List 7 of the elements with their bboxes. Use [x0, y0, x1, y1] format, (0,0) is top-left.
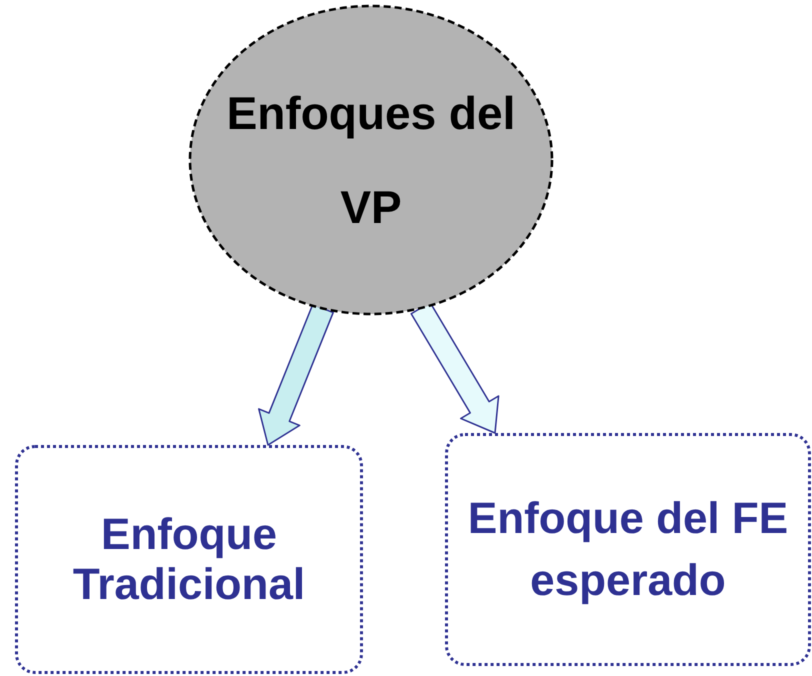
block-arrow	[258, 304, 334, 446]
rounded-box	[445, 433, 811, 666]
node-label: Enfoques del VP	[226, 86, 516, 235]
node-label: Enfoque del FE esperado	[466, 492, 790, 606]
ellipse-node	[188, 4, 554, 316]
rounded-box	[15, 445, 363, 674]
node-label: Enfoque Tradicional	[72, 510, 306, 610]
